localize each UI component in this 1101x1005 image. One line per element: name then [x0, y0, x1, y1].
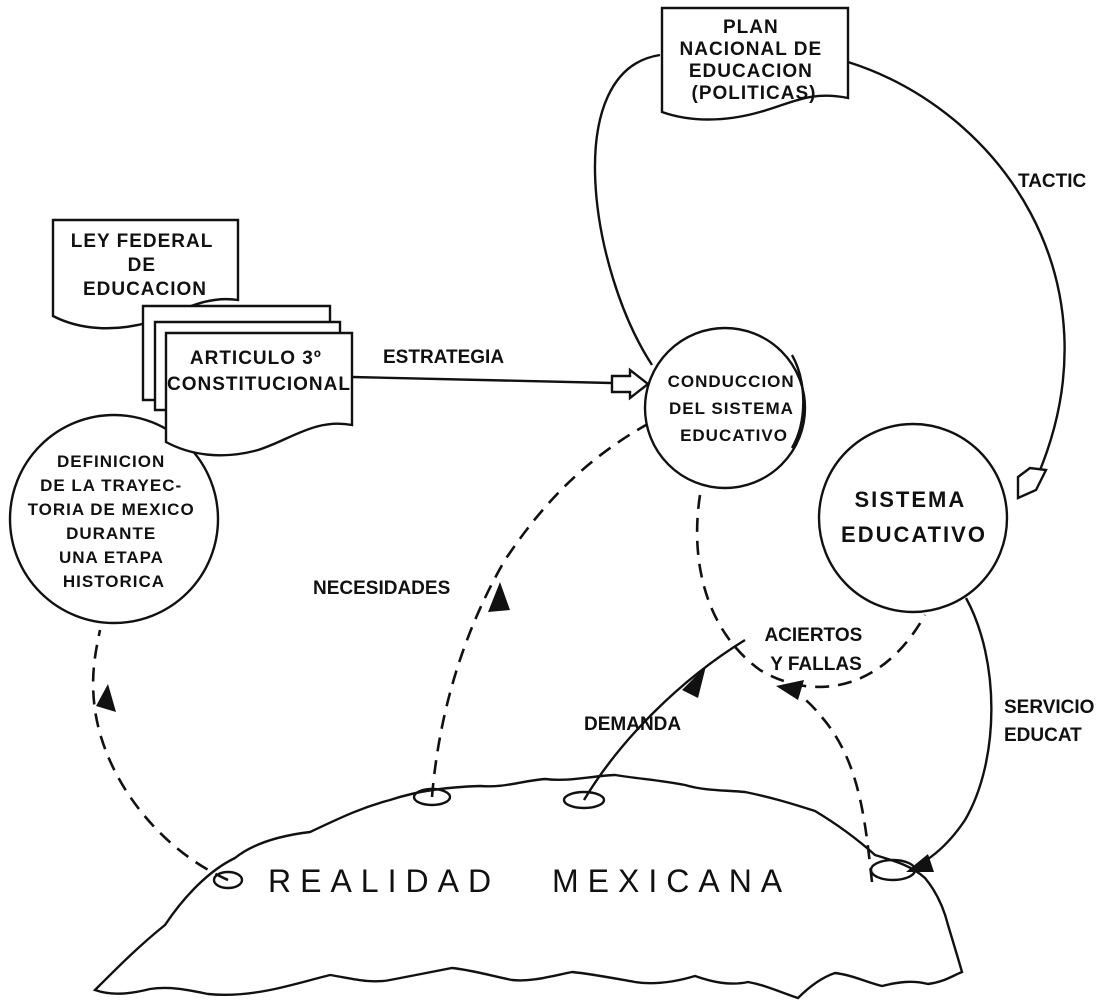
origin-ellipse-definicion [212, 870, 244, 890]
plan-to-conduccion-line [593, 53, 661, 366]
plan-nacional-document [660, 6, 850, 121]
necesidades-dashed-link [430, 418, 656, 798]
conduccion-circle [643, 326, 807, 490]
aciertos-fallas-label: ACIERTOS Y FALLAS [764, 625, 867, 675]
demanda-arrowhead [682, 666, 706, 698]
conduccion-label: CONDUCCION DEL SISTEMA EDUCATIVO [668, 372, 801, 445]
servicios-label: SERVICIO EDUCAT [1004, 697, 1100, 746]
sistema-educativo-label: SISTEMA EDUCATIVO [841, 487, 987, 547]
demanda-label: DEMANDA [584, 714, 681, 735]
necesidades-label: NECESIDADES [313, 578, 450, 599]
estrategia-line [351, 375, 613, 385]
estrategia-arrowhead [610, 367, 650, 401]
feedback-dashed-arc [695, 494, 927, 689]
origin-ellipse-demanda [562, 790, 606, 810]
aciertos-arrowhead [776, 680, 804, 700]
sistema-educativo-circle [817, 422, 1009, 614]
articulo-document [164, 331, 354, 457]
articulo-label: ARTICULO 3º CONSTITUCIONAL [167, 348, 351, 395]
servicios-solid-link [909, 597, 993, 872]
realidad-mexicana-region [92, 773, 964, 1000]
tactica-arc [847, 60, 1066, 476]
conduccion-overlap-edge [790, 354, 805, 449]
tactica-label: TACTIC [1018, 171, 1087, 192]
tactica-arrowhead [1016, 466, 1048, 500]
estrategia-label: ESTRATEGIA [383, 347, 504, 368]
necesidades-arrowhead [488, 582, 510, 612]
plan-nacional-label: PLAN NACIONAL DE EDUCACION (POLITICAS) [680, 17, 829, 104]
definicion-circle [8, 413, 220, 625]
region-word-mexicana: MEXICANA [552, 863, 791, 899]
region-word-realidad: REALIDAD [268, 863, 500, 899]
demanda-solid-link [582, 638, 746, 801]
definicion-label: DEFINICION DE LA TRAYEC- TORIA DE MEXICO… [28, 452, 201, 591]
definicion-arrowhead [96, 684, 116, 712]
servicios-arrowhead [906, 854, 934, 872]
definicion-dashed-link [91, 629, 229, 882]
ley-federal-label: LEY FEDERAL DE EDUCACION [71, 231, 220, 300]
